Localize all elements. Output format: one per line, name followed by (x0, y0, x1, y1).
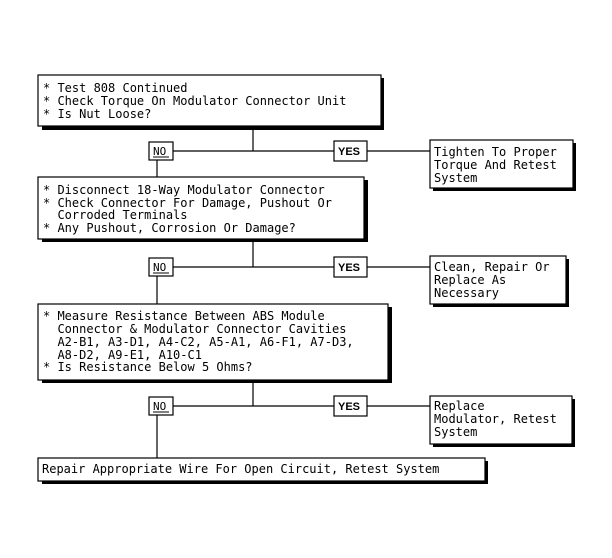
result-3-line-3: System (434, 425, 477, 439)
question-1-line-2: * Check Torque On Modulator Connector Un… (43, 94, 346, 108)
result-2-line-3: Necessary (434, 286, 499, 300)
question-3-line-2: Connector & Modulator Connector Cavities (43, 322, 346, 336)
yes-label-3: YES (338, 401, 360, 413)
question-box-3: * Measure Resistance Between ABS Module … (37, 303, 392, 383)
yes-label-box-3: YES (333, 395, 368, 417)
question-1-line-1: * Test 808 Continued (43, 81, 188, 95)
result-box-1: Tighten To Proper Torque And Retest Syst… (429, 139, 576, 191)
question-3-line-1: * Measure Resistance Between ABS Module (43, 309, 325, 323)
yes-label-1: YES (338, 146, 360, 158)
question-box-2: * Disconnect 18-Way Modulator Connector … (37, 176, 368, 242)
result-1-line-3: System (434, 171, 477, 185)
result-2-line-2: Replace As (434, 273, 506, 287)
question-2-line-3: Corroded Terminals (43, 208, 188, 222)
question-2-line-4: * Any Pushout, Corrosion Or Damage? (43, 221, 296, 235)
yes-label-box-1: YES (333, 140, 368, 162)
result-1-line-2: Torque And Retest (434, 158, 557, 172)
question-2-line-1: * Disconnect 18-Way Modulator Connector (43, 183, 325, 197)
yes-label-2: YES (338, 262, 360, 274)
no-label-2: NO (153, 261, 166, 274)
question-1-line-3: * Is Nut Loose? (43, 107, 151, 121)
result-2-line-1: Clean, Repair Or (434, 260, 550, 274)
no-label-box-3: NO (148, 396, 174, 416)
question-3-line-5: * Is Resistance Below 5 Ohms? (43, 360, 253, 374)
question-3-line-3: A2-B1, A3-D1, A4-C2, A5-A1, A6-F1, A7-D3… (43, 335, 354, 349)
yes-label-box-2: YES (333, 256, 368, 278)
question-2-line-2: * Check Connector For Damage, Pushout Or (43, 196, 332, 210)
no-label-box-1: NO (148, 141, 174, 161)
result-box-3: Replace Modulator, Retest System (429, 395, 575, 447)
no-label-1: NO (153, 145, 166, 158)
final-action-box: Repair Appropriate Wire For Open Circuit… (37, 457, 488, 484)
result-3-line-2: Modulator, Retest (434, 412, 557, 426)
result-3-line-1: Replace (434, 399, 485, 413)
no-label-box-2: NO (148, 257, 174, 277)
question-3-line-4: A8-D2, A9-E1, A10-C1 (43, 348, 202, 362)
question-box-1: * Test 808 Continued * Check Torque On M… (37, 74, 384, 130)
no-label-3: NO (153, 400, 166, 413)
final-action-text: Repair Appropriate Wire For Open Circuit… (42, 462, 439, 476)
result-1-line-1: Tighten To Proper (434, 145, 557, 159)
result-box-2: Clean, Repair Or Replace As Necessary (429, 255, 569, 307)
